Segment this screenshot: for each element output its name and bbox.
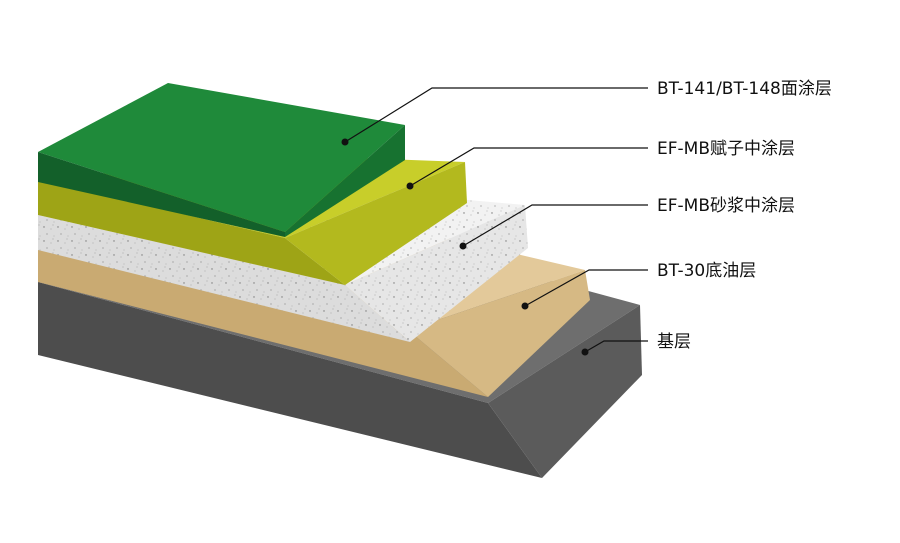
primer-front <box>38 243 488 397</box>
topcoat-side <box>285 125 405 237</box>
leader-lines <box>341 87 648 356</box>
substrate-front <box>38 282 542 478</box>
leader-dot-mortar <box>459 242 467 250</box>
leader-putty <box>409 147 648 187</box>
putty-side <box>285 162 467 285</box>
leader-dot-substrate <box>581 348 589 356</box>
label-substrate: 基层 <box>657 332 691 352</box>
leader-substrate <box>584 340 648 353</box>
layer-topcoat <box>38 83 405 237</box>
leader-dot-putty <box>406 182 414 190</box>
label-mortar: EF-MB砂浆中涂层 <box>657 196 795 216</box>
substrate-side <box>488 305 642 478</box>
primer-side <box>408 270 590 397</box>
putty-front <box>38 180 345 285</box>
leader-mortar <box>462 204 648 247</box>
labels: BT-141/BT-148面涂层 EF-MB赋子中涂层 EF-MB砂浆中涂层 B… <box>657 79 832 352</box>
label-primer: BT-30底油层 <box>657 261 756 281</box>
label-topcoat: BT-141/BT-148面涂层 <box>657 79 832 99</box>
leader-dot-primer <box>521 302 529 310</box>
leader-topcoat <box>344 87 648 143</box>
leader-primer <box>524 269 648 307</box>
label-putty: EF-MB赋子中涂层 <box>657 139 795 159</box>
topcoat-top <box>38 83 405 232</box>
leader-dot-topcoat <box>341 138 349 146</box>
topcoat-front <box>38 152 285 237</box>
